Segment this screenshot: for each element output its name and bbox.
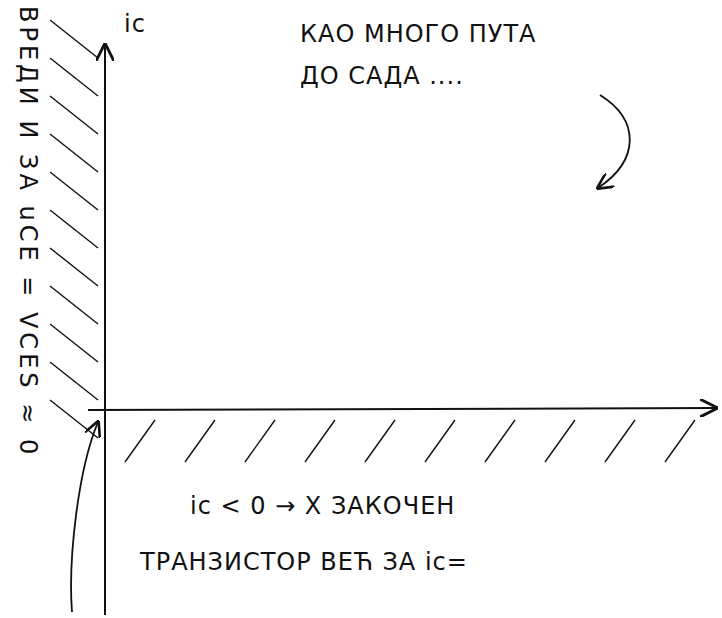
hatch-line (665, 420, 695, 462)
note-text: ДО САДА .... (300, 62, 464, 90)
hatch-line (305, 420, 335, 462)
hatch-line (605, 420, 635, 462)
hatch-line (50, 286, 98, 324)
hatch-line (50, 248, 98, 286)
hatch-line (485, 420, 515, 462)
hatch-line (545, 420, 575, 462)
note-text: КАО МНОГО ПУТА (300, 20, 537, 48)
note-text: ТРАНЗИСТОР ВЕЋ ЗА ic= (140, 548, 468, 576)
curved-arrow (598, 95, 630, 188)
hatch-line (50, 324, 98, 362)
note-text: ic < 0 → X ЗАКОЧЕН (190, 492, 455, 520)
hatch-line (50, 400, 98, 438)
hatch-line (50, 96, 98, 134)
hatch-line (50, 58, 98, 96)
hatch-line (50, 134, 98, 172)
hatch-line (50, 172, 98, 210)
hatch-line (50, 20, 98, 58)
hatch-line (50, 210, 98, 248)
hatch-line (50, 362, 98, 400)
uce-axis (88, 408, 716, 410)
axis-label: ic (124, 10, 146, 38)
hatch-line (425, 420, 455, 462)
pointer-arrow (71, 422, 98, 612)
hatch-line (245, 420, 275, 462)
side-note: ВРЕДИ И ЗА uCE = VCES ≈ 0 (14, 6, 42, 458)
hatch-line (125, 420, 155, 462)
hatch-line (185, 420, 215, 462)
ic-axis (104, 45, 106, 615)
hatch-line (365, 420, 395, 462)
